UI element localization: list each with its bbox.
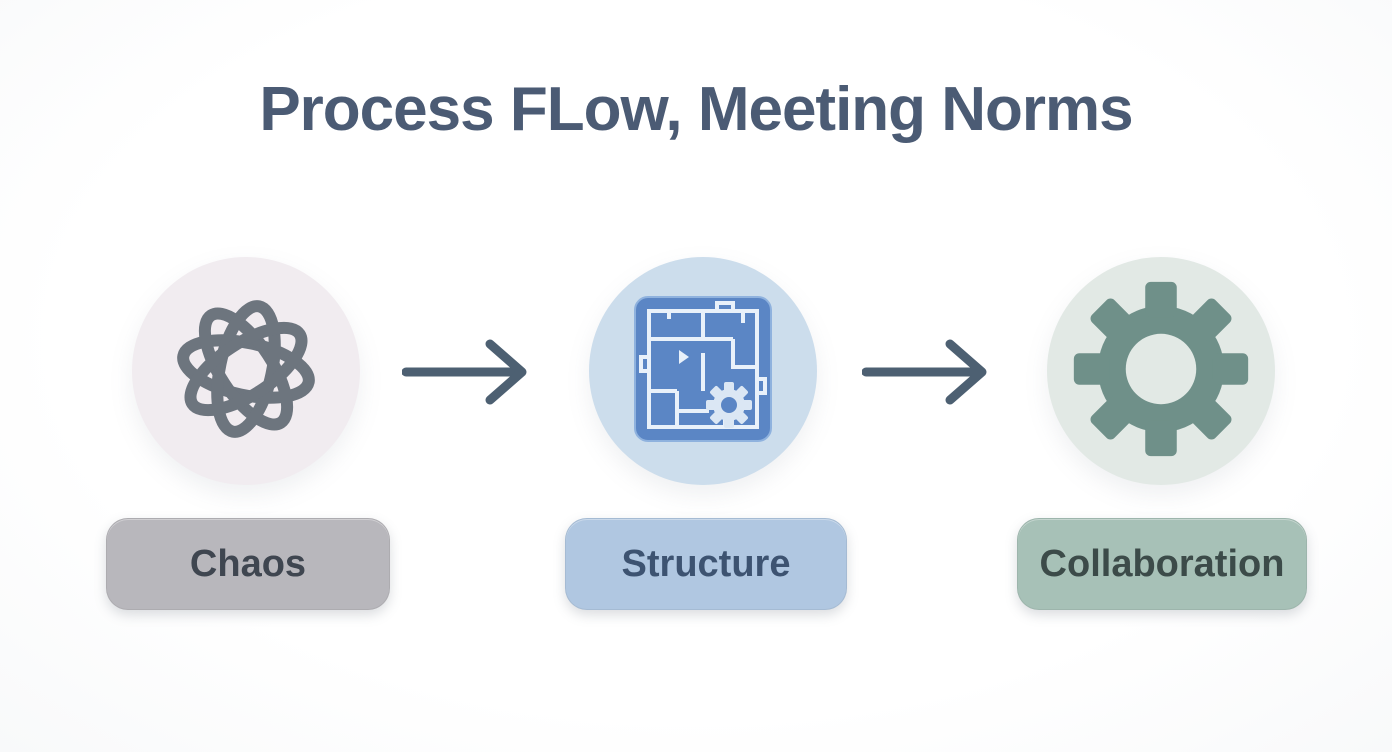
collaboration-circle	[1047, 257, 1275, 485]
tangle-icon	[161, 284, 331, 459]
collaboration-label-pill: Collaboration	[1017, 518, 1307, 610]
structure-label: Structure	[621, 542, 791, 585]
chaos-circle	[132, 257, 360, 485]
arrow-right-icon	[401, 336, 542, 408]
collaboration-label: Collaboration	[1039, 542, 1285, 585]
blueprint-icon	[633, 295, 773, 448]
arrow-right-icon	[861, 336, 1002, 408]
structure-label-pill: Structure	[565, 518, 847, 610]
gear-icon	[1059, 267, 1263, 476]
page-title: Process FLow, Meeting Norms	[259, 75, 1133, 144]
structure-circle	[589, 257, 817, 485]
chaos-label: Chaos	[189, 542, 307, 585]
chaos-label-pill: Chaos	[106, 518, 390, 610]
